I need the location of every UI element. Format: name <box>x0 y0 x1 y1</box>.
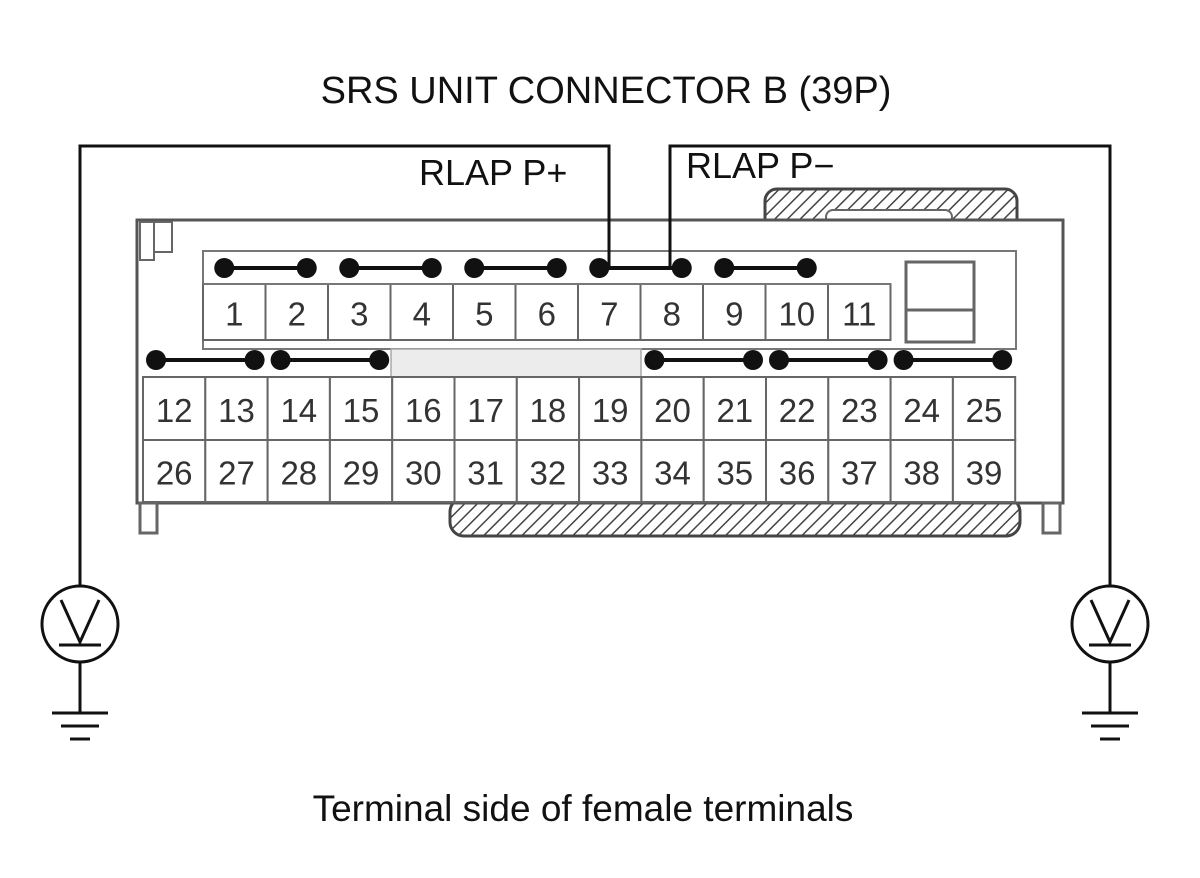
terminal-number: 29 <box>343 455 380 492</box>
bar-end-dot <box>369 350 390 370</box>
terminal-number: 20 <box>654 392 691 429</box>
terminal-cell <box>515 376 581 441</box>
terminal-number: 1 <box>225 296 243 333</box>
terminal-number: 22 <box>779 392 816 429</box>
bar-end-dot <box>244 350 265 370</box>
terminal-cell <box>264 283 329 341</box>
voltmeter-icon-right <box>1070 584 1150 664</box>
terminal-number: 26 <box>156 455 193 492</box>
wire-right <box>668 144 1112 586</box>
terminal-cell <box>266 376 331 441</box>
bar-end-dot <box>796 258 817 278</box>
terminal-number: 31 <box>467 455 504 492</box>
terminal-number: 28 <box>280 455 317 492</box>
terminal-number: 14 <box>280 392 317 429</box>
terminal-number: 19 <box>592 392 629 429</box>
terminal-cell <box>328 439 394 503</box>
bar-end-dot <box>214 258 235 278</box>
terminal-number: 32 <box>530 455 567 492</box>
bar-end-dot <box>893 350 914 370</box>
wire-left <box>78 144 611 586</box>
bar-end-dot <box>714 258 735 278</box>
label-rlap-p-minus: RLAP P− <box>686 145 834 186</box>
terminal-number: 9 <box>725 296 743 333</box>
bar-end-dot <box>867 350 888 370</box>
terminal-cell <box>515 439 581 503</box>
bar-end-dot <box>296 258 317 278</box>
terminal-cell <box>827 439 892 503</box>
terminal-number: 11 <box>842 296 876 333</box>
terminal-number: 6 <box>538 296 556 333</box>
terminal-number: 17 <box>467 392 504 429</box>
terminal-cell <box>765 439 830 503</box>
bar-end-dot <box>464 258 485 278</box>
terminal-cell <box>764 283 829 341</box>
terminal-number: 5 <box>475 296 493 333</box>
terminal-number: 38 <box>903 455 940 492</box>
terminal-number: 12 <box>156 392 193 429</box>
bar-end-dot <box>339 258 360 278</box>
terminal-number: 24 <box>903 392 940 429</box>
bar-end-dot <box>644 350 665 370</box>
shorting-bars <box>146 258 1013 370</box>
bar-end-dot <box>546 258 567 278</box>
terminal-number: 23 <box>841 392 878 429</box>
terminal-number: 8 <box>663 296 681 333</box>
terminal-number: 34 <box>654 455 691 492</box>
probe-wires <box>78 144 1112 586</box>
voltmeter-icon-left <box>40 584 120 664</box>
diagram-caption: Terminal side of female terminals <box>313 788 854 829</box>
terminal-number: 18 <box>530 392 567 429</box>
terminal-number: 15 <box>343 392 380 429</box>
terminal-number: 10 <box>778 296 815 333</box>
terminal-number: 27 <box>218 455 255 492</box>
terminal-cell <box>578 376 643 441</box>
terminal-cell <box>142 439 207 503</box>
bar-end-dot <box>743 350 763 370</box>
terminal-cell <box>951 376 1017 441</box>
terminal-number: 35 <box>716 455 753 492</box>
bar-end-dot <box>589 258 610 278</box>
terminal-number: 7 <box>600 296 618 333</box>
terminal-number: 39 <box>966 455 1003 492</box>
terminal-number: 3 <box>350 296 368 333</box>
terminal-cell <box>328 376 394 441</box>
label-rlap-p-plus: RLAP P+ <box>419 152 567 193</box>
terminal-cell <box>827 283 892 341</box>
terminal-number: 2 <box>288 296 306 333</box>
terminal-cell <box>327 283 392 341</box>
terminal-number: 16 <box>405 392 442 429</box>
diagram-title: SRS UNIT CONNECTOR B (39P) <box>321 70 892 112</box>
terminal-number: 36 <box>779 455 816 492</box>
terminal-cell <box>578 439 643 503</box>
terminal-number: 21 <box>716 392 753 429</box>
terminal-number: 13 <box>218 392 255 429</box>
terminal-number: 30 <box>405 455 442 492</box>
terminal-number: 4 <box>413 296 431 333</box>
bar-end-dot <box>146 350 166 370</box>
ground-icon-left <box>52 662 108 741</box>
terminal-cell <box>204 439 269 503</box>
ground-icon-right <box>1082 662 1138 741</box>
bar-end-dot <box>421 258 442 278</box>
bar-end-dot <box>992 350 1013 370</box>
terminal-cell <box>951 439 1017 503</box>
bar-end-dot <box>270 350 291 370</box>
terminal-number: 33 <box>592 455 629 492</box>
terminal-number: 37 <box>841 455 878 492</box>
bar-end-dot <box>671 258 692 278</box>
terminal-cell <box>827 376 892 441</box>
terminal-cell <box>889 439 954 503</box>
bar-end-dot <box>769 350 789 370</box>
terminal-cell <box>639 283 704 341</box>
terminal-number: 25 <box>966 392 1003 429</box>
